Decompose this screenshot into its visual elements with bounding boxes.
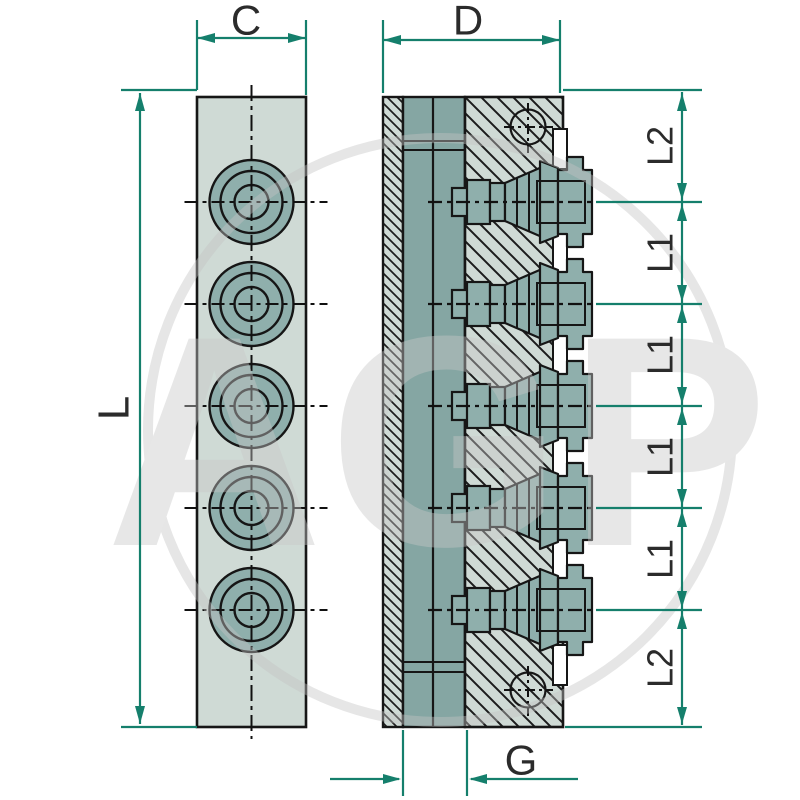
dim-label-l: L bbox=[90, 396, 139, 420]
dim-label-l2-top: L2 bbox=[640, 126, 681, 166]
dim-d bbox=[381, 20, 562, 93]
dim-label-c: C bbox=[231, 0, 261, 44]
dim-l bbox=[121, 88, 197, 729]
dim-label-l1-4: L1 bbox=[640, 539, 681, 579]
dimensions bbox=[121, 20, 702, 796]
dim-label-l2-bottom: L2 bbox=[640, 648, 681, 688]
dim-g bbox=[330, 730, 578, 796]
dim-label-l1-1: L1 bbox=[640, 233, 681, 273]
dim-right-chain bbox=[563, 88, 702, 729]
watermark: AGP bbox=[106, 133, 774, 727]
dim-label-l1-2: L1 bbox=[640, 335, 681, 375]
dim-label-d: D bbox=[453, 0, 483, 44]
fitting-slots bbox=[552, 128, 568, 686]
dim-label-g: G bbox=[505, 737, 538, 784]
section-view bbox=[381, 95, 596, 729]
front-view bbox=[183, 85, 329, 739]
dimension-labels: C D L G L2 L1 L1 L1 L1 L2 bbox=[90, 0, 681, 784]
dim-c bbox=[195, 20, 308, 95]
watermark-circle bbox=[143, 133, 737, 727]
watermark-text: AGP bbox=[106, 273, 774, 609]
dim-label-l1-3: L1 bbox=[640, 437, 681, 477]
